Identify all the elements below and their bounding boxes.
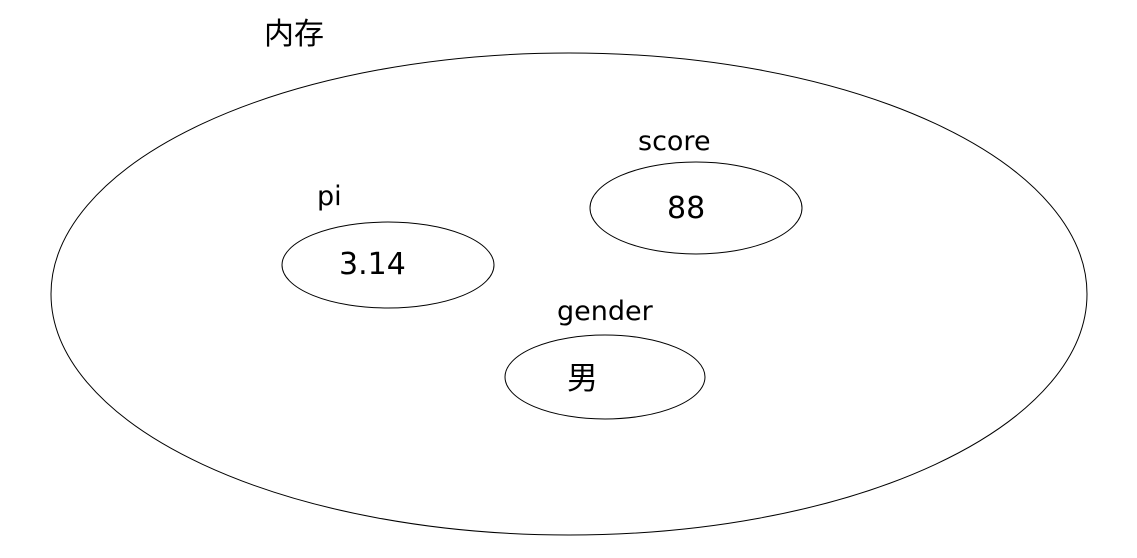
variable-value-gender: 男 bbox=[567, 361, 598, 397]
variable-label-pi: pi bbox=[317, 181, 342, 212]
diagram-title: 内存 bbox=[264, 17, 324, 52]
variable-value-pi: 3.14 bbox=[339, 247, 406, 282]
outer-ellipse-memory bbox=[50, 52, 1088, 536]
ellipse-score bbox=[589, 161, 803, 255]
ellipse-gender bbox=[504, 334, 706, 420]
ellipse-pi bbox=[281, 221, 495, 309]
variable-label-gender: gender bbox=[557, 296, 653, 327]
variable-value-score: 88 bbox=[667, 191, 706, 226]
variable-label-score: score bbox=[638, 126, 711, 157]
